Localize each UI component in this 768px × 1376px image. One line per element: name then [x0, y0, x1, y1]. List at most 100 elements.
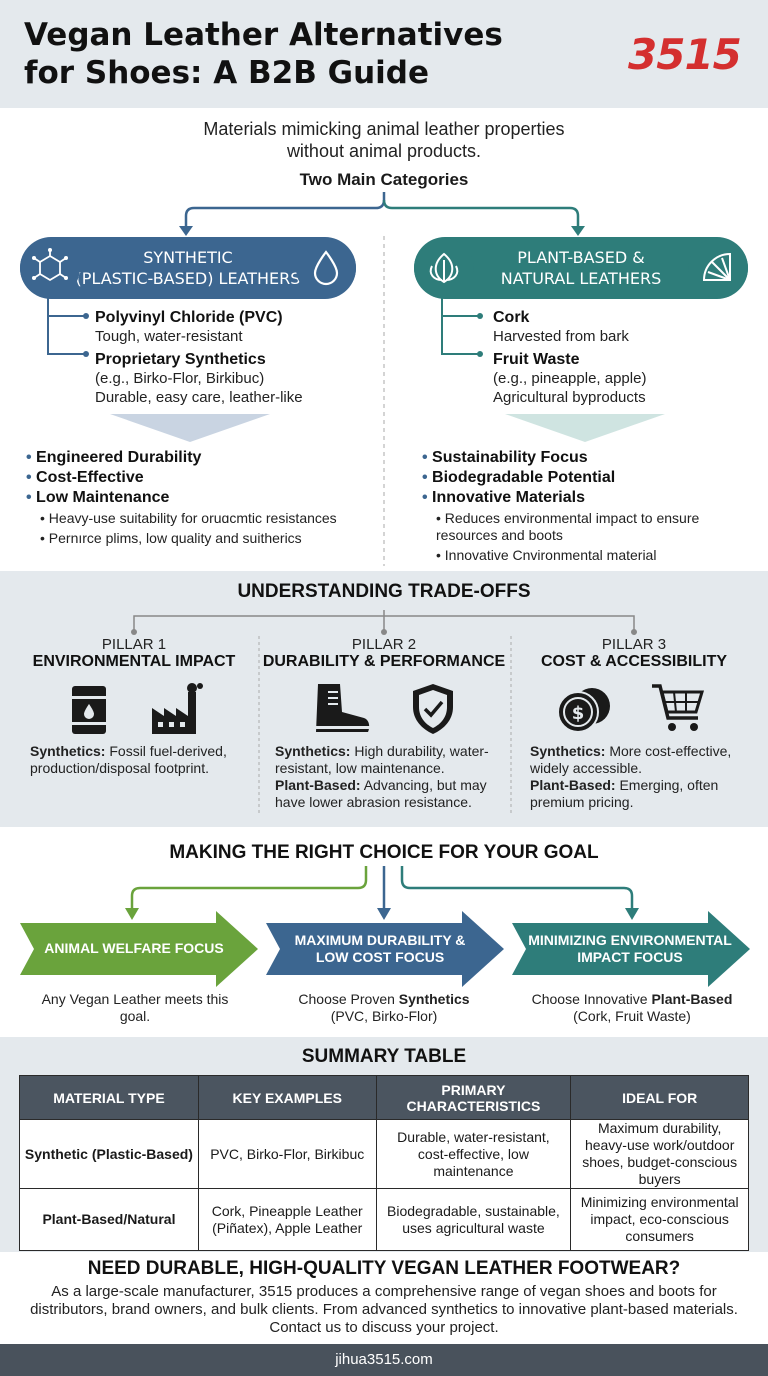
pillar-name: COST & ACCESSIBILITY — [540, 653, 728, 670]
table-cell: Maximum durability, heavy-use work/outdo… — [570, 1119, 749, 1189]
plant-based-banner: PLANT-BASED & NATURAL LEATHERS — [414, 237, 748, 299]
goal-desc-post: (PVC, Birko-Flor) — [330, 1008, 438, 1024]
goal-desc-environment: Choose Innovative Plant-Based (Cork, Fru… — [524, 991, 740, 1025]
table-cell: Plant-Based/Natural — [19, 1188, 199, 1251]
item-name: Cork — [493, 309, 530, 326]
plant-banner-line2: NATURAL LEATHERS — [500, 269, 662, 288]
synthetic-banner-line2: (PLASTIC-BASED) LEATHERS — [75, 269, 301, 288]
cta-text: As a large-scale manufacturer, 3515 prod… — [30, 1283, 738, 1336]
summary-title: SUMMARY TABLE — [301, 1046, 467, 1067]
summary-table: MATERIAL TYPE KEY EXAMPLES PRIMARY CHARA… — [19, 1075, 749, 1251]
plant-label: Plant-Based: — [275, 777, 361, 793]
goal-desc-bold: Synthetics — [398, 991, 470, 1007]
plant-text: Advancing, but may have lower abrasion r… — [275, 777, 487, 810]
intro-line2: without animal products. — [286, 141, 482, 161]
synthetic-banner-line1: SYNTHETIC — [143, 248, 233, 267]
table-header-cell: MATERIAL TYPE — [19, 1075, 199, 1120]
oil-barrel-icon — [68, 684, 110, 741]
item-desc2: Durable, easy care, leather-like — [95, 389, 303, 406]
table-row: Synthetic (Plastic-Based) PVC, Birko-Flo… — [19, 1119, 749, 1189]
item-name: Polyvinyl Chloride (PVC) — [95, 309, 283, 326]
table-cell: Minimizing environmental impact, eco-con… — [570, 1188, 749, 1251]
goal-label-line2: IMPACT FOCUS — [577, 949, 683, 965]
table-header-cell: IDEAL FOR — [570, 1075, 749, 1120]
benefit-item: Sustainability Focus — [422, 448, 757, 468]
svg-text:$: $ — [572, 703, 585, 724]
title-line2: for Shoes: A B2B Guide — [24, 55, 429, 91]
goal-label-line2: LOW COST FOCUS — [315, 949, 445, 965]
pillar-1-desc: Synthetics: Fossil fuel-derived, product… — [30, 743, 254, 777]
synthetics-label: Synthetics: — [30, 743, 106, 759]
choice-connector — [125, 866, 639, 920]
goal-label-durability: MAXIMUM DURABILITY & LOW COST FOCUS — [282, 932, 478, 966]
synthetics-text: More cost-effective, widely accessible. — [530, 743, 732, 776]
pillar-number: PILLAR 1 — [101, 636, 167, 653]
note-item: Reduces environmental impact to ensure r… — [436, 510, 757, 544]
plant-label: Plant-Based: — [530, 777, 616, 793]
table-cell: Biodegradable, sustainable, uses agricul… — [375, 1188, 572, 1251]
goal-desc-durability: Choose Proven Synthetics (PVC, Birko-Flo… — [284, 991, 484, 1025]
goal-label-line1: MAXIMUM DURABILITY & — [294, 932, 466, 948]
factory-icon — [150, 682, 204, 741]
plant-banner-line1: PLANT-BASED & — [517, 248, 645, 267]
note-item: Pernırce plims, low quality and suitheri… — [40, 530, 371, 547]
goal-desc-pre: Choose Proven — [298, 991, 399, 1007]
note-item: Heavy-use suitability for oruɑcmtic resi… — [40, 510, 371, 527]
brand-logo: 3515 — [628, 30, 742, 79]
goal-desc-animal-welfare: Any Vegan Leather meets this goal. — [40, 991, 230, 1025]
benefit-item: Cost-Effective — [26, 468, 371, 488]
plant-benefits: Sustainability Focus Biodegradable Poten… — [422, 448, 757, 564]
title-line1: Vegan Leather Alternatives — [24, 17, 503, 53]
citrus-slice-icon — [688, 238, 748, 298]
table-row: Plant-Based/Natural Cork, Pineapple Leat… — [19, 1188, 749, 1251]
synthetic-benefits: Engineered Durability Cost-Effective Low… — [26, 448, 371, 547]
item-name: Proprietary Synthetics — [95, 351, 266, 368]
column-divider — [383, 236, 385, 566]
intro-line1: Materials mimicking animal leather prope… — [203, 119, 565, 139]
boot-icon — [312, 682, 372, 741]
plant-tree-lines — [441, 298, 483, 357]
table-header-cell: PRIMARY CHARACTERISTICS — [375, 1075, 572, 1120]
item-desc: (e.g., Birko-Flor, Birkibuc) — [95, 370, 265, 387]
item-desc2: Agricultural byproducts — [493, 389, 646, 406]
categories-label: Two Main Categories — [299, 170, 469, 189]
table-cell: Cork, Pineapple Leather (Piñatex), Apple… — [197, 1188, 377, 1251]
note-item: Innovative Cnvironmental material — [436, 547, 757, 564]
benefit-item: Engineered Durability — [26, 448, 371, 468]
intro-text: Materials mimicking animal leather prope… — [0, 118, 768, 162]
pillar-divider-2 — [510, 636, 512, 816]
item-desc: Harvested from bark — [493, 328, 629, 345]
goal-label-animal-welfare: ANIMAL WELFARE FOCUS — [36, 940, 232, 957]
pillar-number: PILLAR 3 — [601, 636, 667, 653]
item-name: Fruit Waste — [493, 351, 580, 368]
pillar-name: ENVIRONMENTAL IMPACT — [32, 653, 236, 670]
benefit-item: Biodegradable Potential — [422, 468, 757, 488]
item-desc: Tough, water-resistant — [95, 328, 243, 345]
synthetic-tree-lines — [47, 298, 89, 357]
pillar-2: PILLAR 2 DURABILITY & PERFORMANCE — [262, 636, 506, 671]
goal-arrow-durability — [266, 911, 504, 987]
shield-check-icon — [410, 682, 456, 741]
shopping-cart-icon — [650, 682, 706, 741]
synthetic-funnel — [110, 414, 270, 442]
table-cell: Durable, water-resistant, cost-effective… — [375, 1119, 572, 1189]
header — [0, 0, 768, 108]
plant-item-fruit-waste: Fruit Waste (e.g., pineapple, apple) Agr… — [493, 350, 753, 407]
category-branch-connector — [179, 192, 585, 236]
plant-item-cork: Cork Harvested from bark — [493, 308, 753, 346]
table-cell: Synthetic (Plastic-Based) — [19, 1119, 199, 1189]
footer-url-link[interactable]: jihua3515.com — [0, 1344, 768, 1376]
goal-desc-pre: Choose Innovative — [531, 991, 652, 1007]
goal-label-line1: MINIMIZING ENVIRONMENTAL — [528, 932, 732, 948]
goal-desc-bold: Plant-Based — [651, 991, 733, 1007]
leaf-icon — [414, 238, 474, 298]
goal-label-environment: MINIMIZING ENVIRONMENTAL IMPACT FOCUS — [522, 932, 738, 966]
synthetic-item-proprietary: Proprietary Synthetics (e.g., Birko-Flor… — [95, 350, 365, 407]
molecule-icon — [20, 238, 80, 298]
item-desc: (e.g., pineapple, apple) — [493, 370, 647, 387]
pillar-divider-1 — [258, 636, 260, 816]
table-header-cell: KEY EXAMPLES — [197, 1075, 377, 1120]
benefit-item: Low Maintenance — [26, 488, 371, 508]
synthetics-text: High durability, water-resistant, low ma… — [275, 743, 489, 776]
table-cell: PVC, Birko-Flor, Birkibuc — [197, 1119, 377, 1189]
